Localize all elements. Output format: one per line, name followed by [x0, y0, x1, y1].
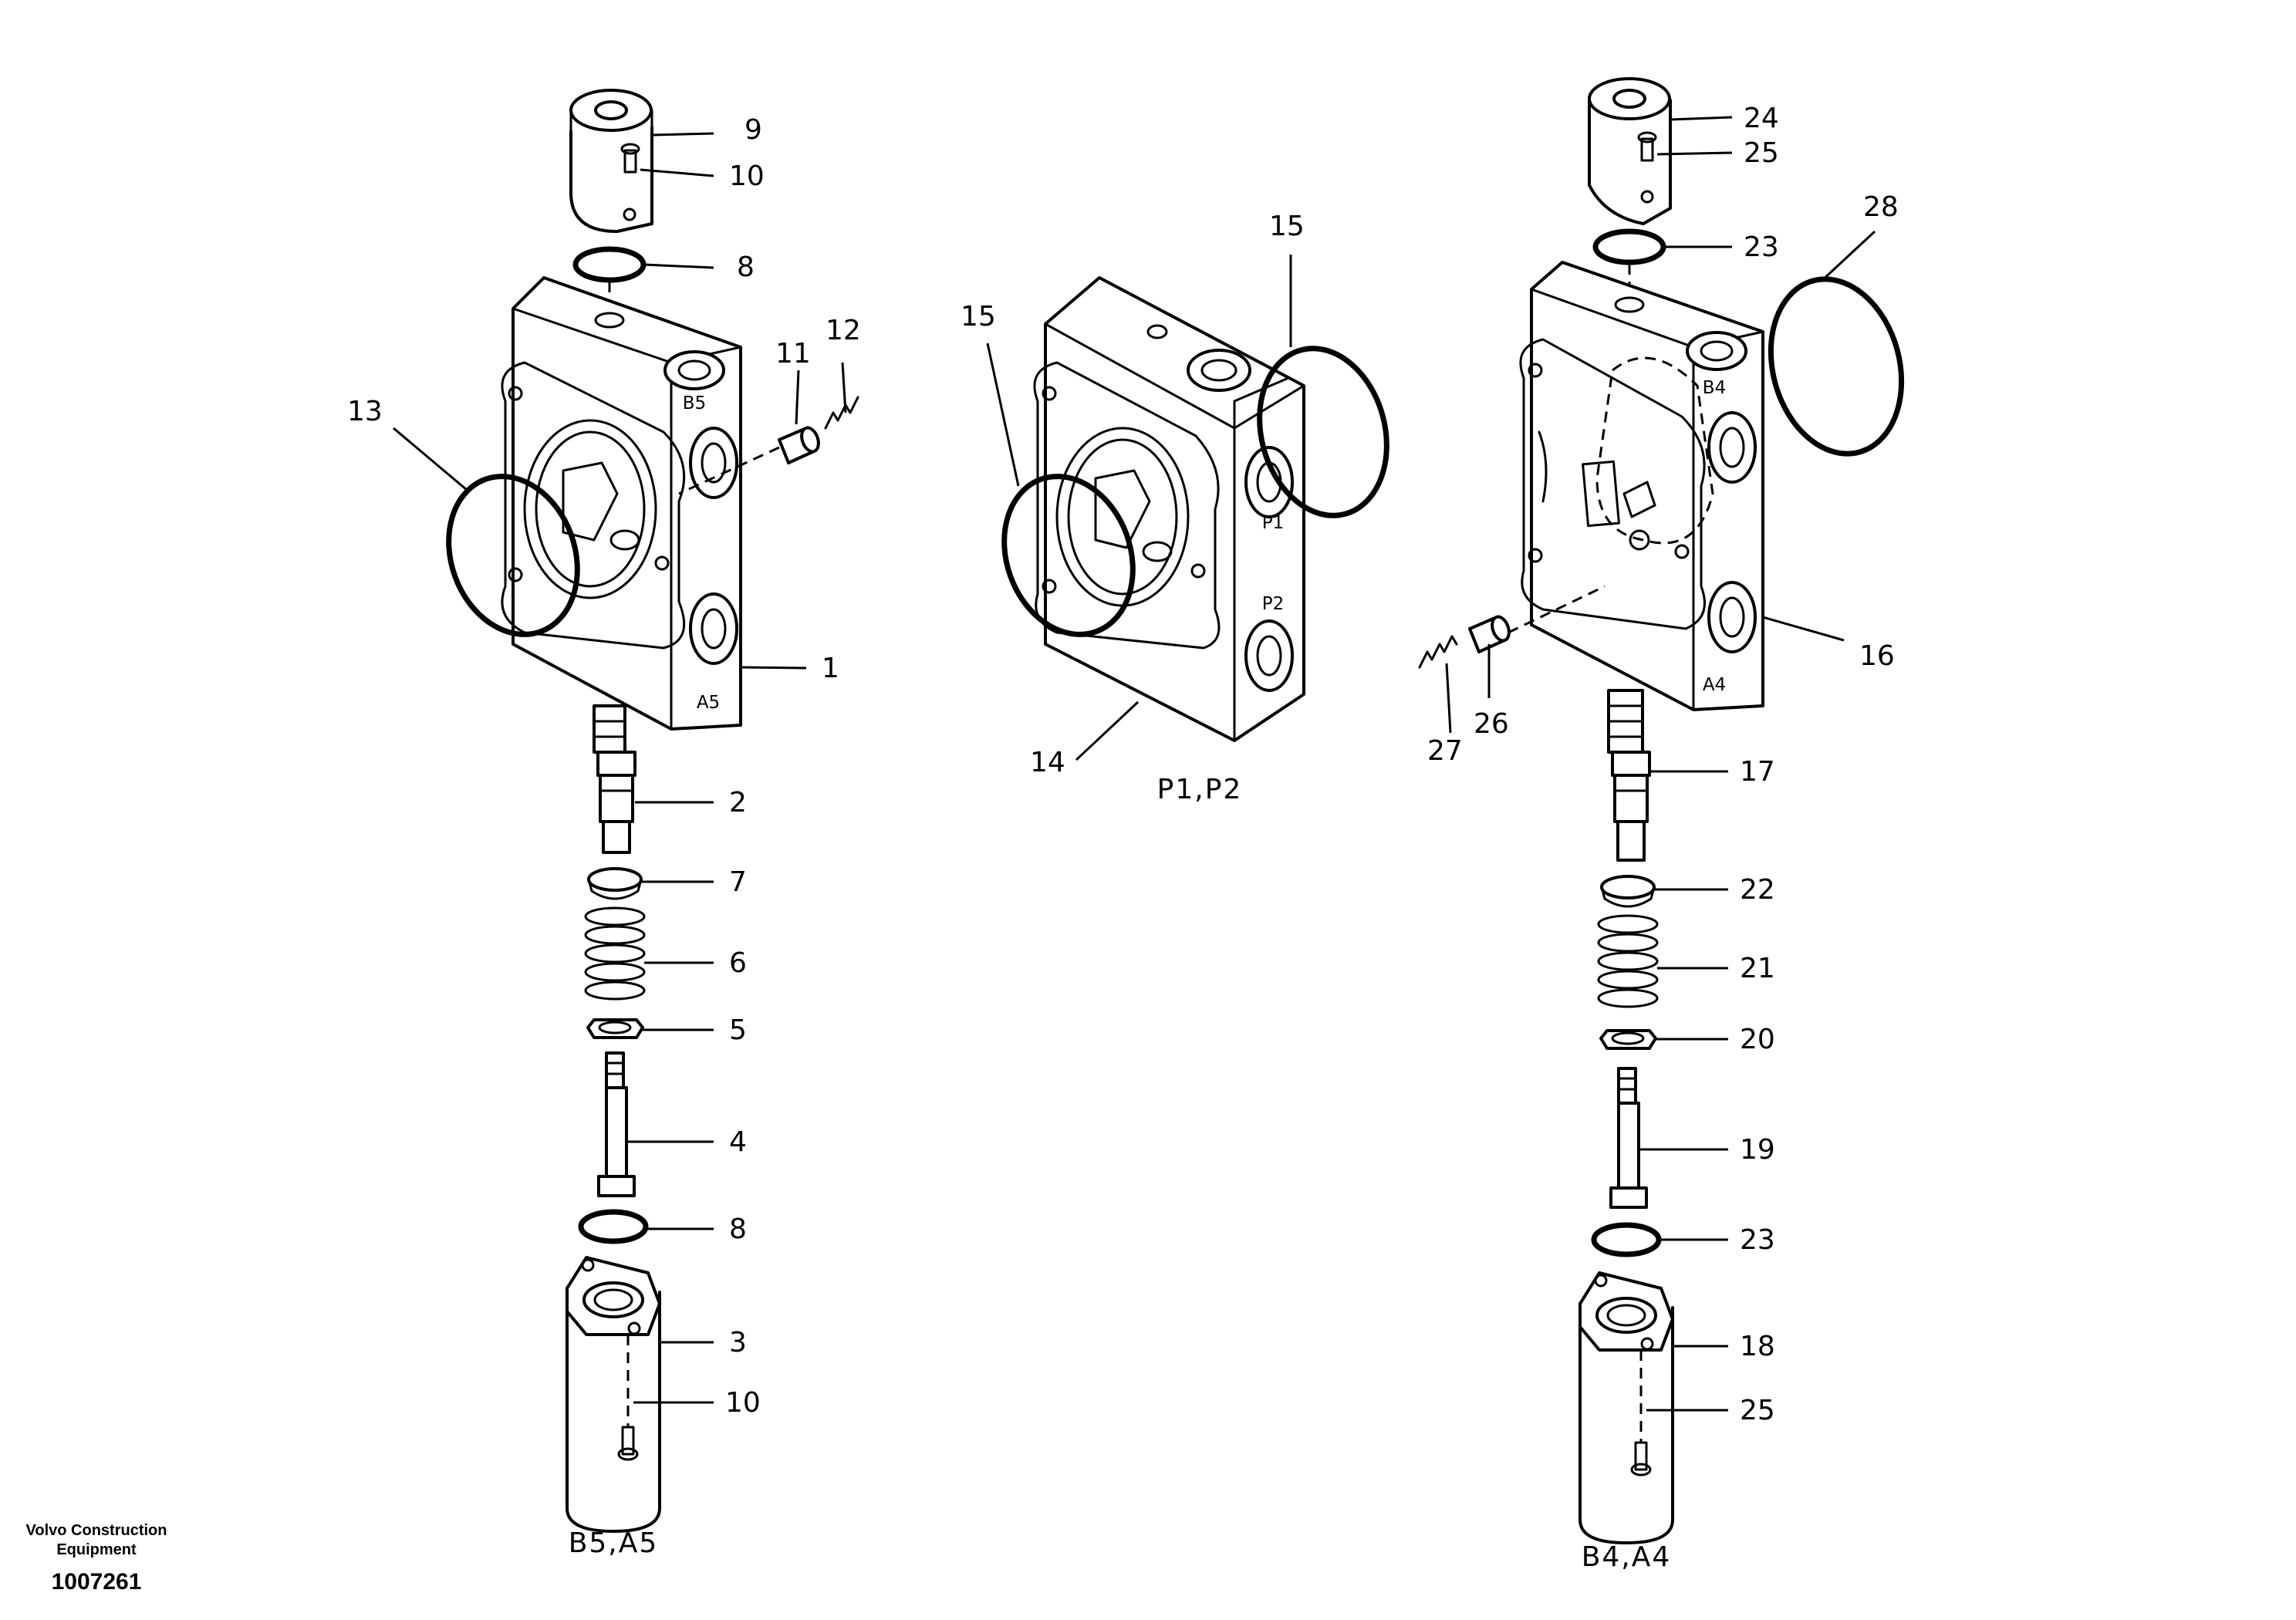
- callout-number: 23: [1740, 1224, 1775, 1256]
- callout-number: 17: [1740, 756, 1775, 788]
- callout-number: 23: [1744, 231, 1779, 263]
- caption-left: B5,A5: [569, 1527, 659, 1559]
- leader-lines-left: [393, 132, 847, 1404]
- callout-number: 7: [729, 866, 747, 898]
- o-ring-part-8-top: [572, 246, 647, 283]
- spring-part-12: [824, 396, 859, 430]
- callout-number: 6: [729, 947, 747, 979]
- spring-seat-part-22: [1600, 875, 1656, 908]
- cap-part-24: [1588, 77, 1672, 225]
- callout-number: 16: [1859, 640, 1895, 672]
- valve-body-part-14: [1033, 276, 1305, 742]
- callout-number: 2: [729, 787, 747, 818]
- spool-part-2: [593, 704, 636, 854]
- callout-number: 24: [1744, 103, 1779, 134]
- o-ring-part-23-bottom: [1591, 1222, 1662, 1257]
- spring-part-6: [584, 906, 646, 1001]
- valve-body-part-16: [1519, 261, 1764, 711]
- callout-number: 1: [822, 653, 839, 684]
- assembly-b5-a5: [393, 89, 859, 1533]
- leader-lines-right: [1445, 116, 1876, 1412]
- callout-number: 3: [729, 1327, 747, 1358]
- callout-number: 10: [725, 1387, 761, 1419]
- callout-number: 14: [1030, 747, 1065, 778]
- callout-number: 25: [1744, 137, 1779, 169]
- maker-name-line2: Equipment: [56, 1541, 137, 1558]
- o-ring-part-23-top: [1592, 228, 1666, 265]
- spring-part-27: [1418, 635, 1458, 669]
- callout-number: 19: [1740, 1134, 1775, 1166]
- port-label-p1: P1: [1262, 513, 1285, 533]
- callout-number: 15: [961, 301, 996, 332]
- caption-right: B4,A4: [1582, 1541, 1672, 1573]
- port-label-b5: B5: [683, 393, 706, 413]
- port-label-b4: B4: [1703, 378, 1726, 398]
- callout-number: 21: [1740, 953, 1775, 984]
- callout-number: 12: [826, 315, 861, 346]
- callout-number: 18: [1740, 1331, 1775, 1362]
- cap-part-9: [569, 89, 653, 233]
- spring-seat-part-7: [587, 867, 643, 900]
- callout-number: 15: [1269, 211, 1305, 242]
- callout-number: 9: [745, 114, 762, 146]
- o-ring-part-8-bottom: [578, 1209, 649, 1244]
- callout-number: 11: [775, 338, 811, 370]
- document-number: 1007261: [52, 1569, 142, 1595]
- port-label-a4: A4: [1703, 675, 1726, 695]
- cap-part-18: [1578, 1271, 1674, 1544]
- assembly-b4-a4: [1418, 77, 1905, 1544]
- spring-part-21: [1597, 914, 1659, 1008]
- callout-number: 28: [1863, 191, 1899, 223]
- bolt-part-4: [597, 1051, 636, 1197]
- o-ring-part-15-left: [1001, 474, 1136, 637]
- port-label-p2: P2: [1262, 594, 1285, 614]
- plug-part-11: [778, 426, 820, 464]
- callout-number: 26: [1474, 708, 1509, 740]
- washer-part-5: [586, 1018, 644, 1039]
- assembly-p1-p2: [986, 255, 1389, 761]
- spool-part-17: [1607, 689, 1651, 862]
- maker-name-line1: Volvo Construction: [26, 1522, 167, 1539]
- leader-lines-middle: [986, 255, 1292, 761]
- cap-part-3: [566, 1256, 661, 1533]
- o-ring-part-15-right: [1257, 346, 1389, 518]
- callout-number: 5: [729, 1014, 747, 1046]
- callout-number: 10: [729, 160, 765, 192]
- o-ring-part-13: [446, 474, 580, 637]
- callout-number: 13: [347, 396, 383, 427]
- bolt-part-19: [1609, 1067, 1648, 1209]
- callout-number: 20: [1740, 1024, 1775, 1055]
- valve-body-part-1: [501, 276, 742, 731]
- caption-middle: P1,P2: [1157, 774, 1243, 805]
- callout-number: 25: [1740, 1395, 1775, 1426]
- port-label-a5: A5: [697, 693, 720, 713]
- washer-part-20: [1599, 1029, 1657, 1050]
- callout-number: 27: [1427, 735, 1463, 767]
- callout-number: 4: [729, 1126, 747, 1158]
- o-ring-part-28: [1768, 276, 1905, 457]
- callout-number: 8: [729, 1213, 747, 1245]
- callout-number: 22: [1740, 874, 1775, 906]
- plug-part-26: [1468, 615, 1511, 653]
- callout-number: 8: [737, 251, 755, 283]
